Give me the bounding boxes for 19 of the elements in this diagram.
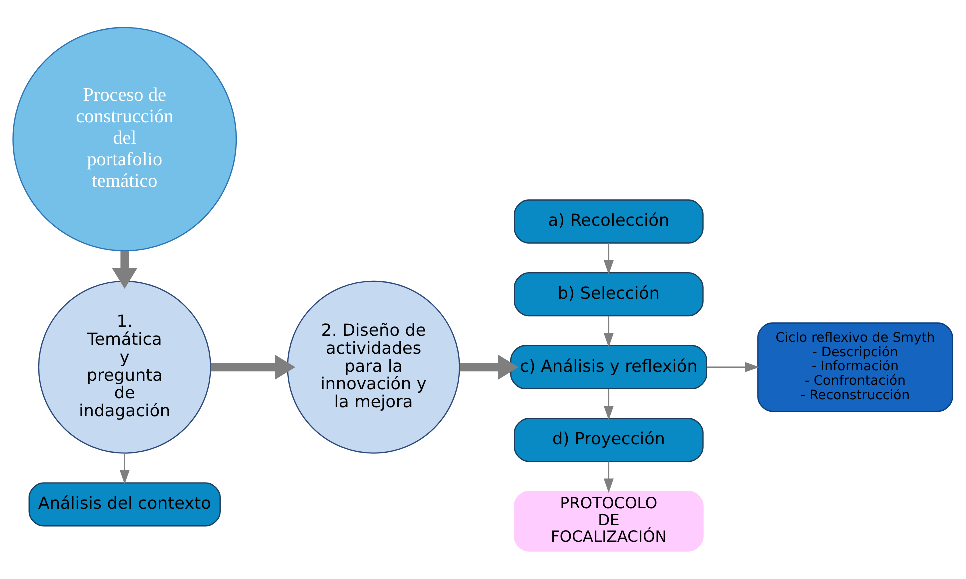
- arrow: [604, 243, 614, 275]
- node-box: PROTOCOLO DE FOCALIZACIÓN: [514, 490, 704, 552]
- node-box: b) Selección: [514, 272, 704, 317]
- node-circle: Proceso de construcción del portafolio temático: [12, 27, 238, 252]
- node-box: a) Recolección: [514, 200, 704, 244]
- node-circle: 1. Temática y pregunta de indagación: [38, 280, 212, 454]
- node-box: Ciclo reflexivo de Smyth - Descripción - Información - Confrontación - Reconstrucción: [758, 322, 954, 412]
- arrow: [604, 462, 614, 494]
- arrow: [604, 316, 614, 348]
- node-box: Análisis del contexto: [28, 482, 221, 527]
- arrow: [120, 453, 130, 484]
- node-box: c) Análisis y reflexión: [510, 345, 708, 390]
- arrow: [706, 362, 760, 372]
- node-circle: 2. Diseño de actividades para la innovación y la mejora: [287, 280, 460, 454]
- arrow: [210, 354, 296, 380]
- node-box: d) Proyección: [514, 418, 704, 462]
- arrow: [460, 354, 519, 380]
- arrow: [112, 251, 138, 289]
- arrow: [604, 388, 614, 420]
